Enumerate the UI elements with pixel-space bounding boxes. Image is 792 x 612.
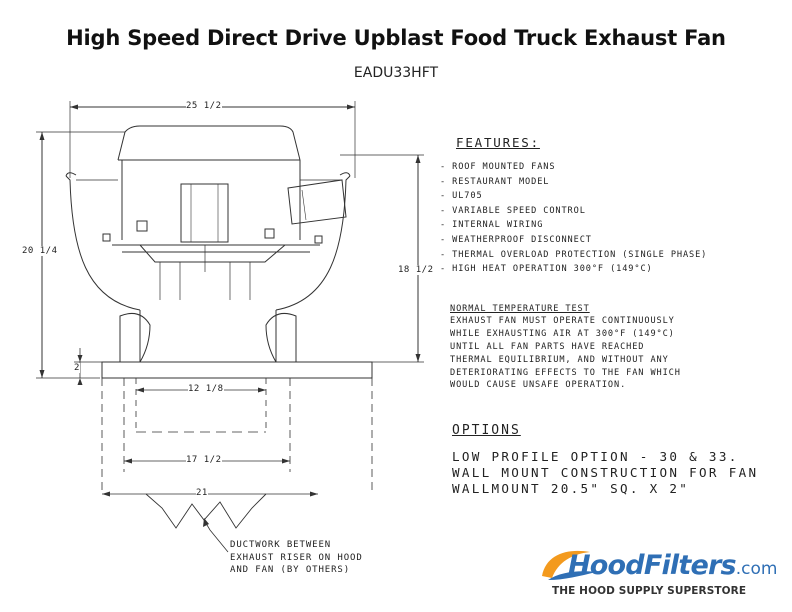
feature-item: THERMAL OVERLOAD PROTECTION (SINGLE PHAS… [440,250,707,265]
options-text: LOW PROFILE OPTION - 30 & 33. WALL MOUNT… [452,449,758,497]
feature-item: RESTAURANT MODEL [440,177,707,192]
feature-item: WEATHERPROOF DISCONNECT [440,235,707,250]
test-line: WOULD CAUSE UNSAFE OPERATION. [450,380,627,391]
dim-inner-width: 12 1/8 [188,384,224,394]
option-line: LOW PROFILE OPTION - 30 & 33. [452,449,739,464]
test-line: THERMAL EQUILIBRIUM, AND WITHOUT ANY [450,354,669,365]
test-line: UNTIL ALL FAN PARTS HAVE REACHED [450,341,645,352]
options-heading: OPTIONS [452,423,521,438]
option-line: WALLMOUNT 20.5" SQ. X 2" [452,481,690,496]
ductwork-note-line: AND FAN (BY OTHERS) [230,565,351,576]
test-line: EXHAUST FAN MUST OPERATE CONTINUOUSLY [450,316,675,326]
features-list: ROOF MOUNTED FANS RESTAURANT MODEL UL705… [440,162,707,279]
features-heading: FEATURES: [456,135,540,150]
feature-item: VARIABLE SPEED CONTROL [440,206,707,221]
feature-item: INTERNAL WIRING [440,220,707,235]
logo-suffix: .com [735,559,778,579]
page-title: High Speed Direct Drive Upblast Food Tru… [66,26,726,50]
logo-name: HoodFilters [568,550,737,581]
hoodfilters-logo[interactable]: HoodFilters.com THE HOOD SUPPLY SUPERSTO… [538,546,778,606]
dim-curb-height: 2 [74,363,80,373]
temperature-test-text: EXHAUST FAN MUST OPERATE CONTINUOUSLY WH… [450,316,681,393]
test-line: WHILE EXHAUSTING AIR AT 300°F (149°C) [450,328,675,339]
logo-wordmark: HoodFilters.com [568,550,778,581]
dim-curb-outer-width: 21 [196,488,208,498]
option-line: WALL MOUNT CONSTRUCTION FOR FAN [452,465,759,480]
ductwork-note-line: DUCTWORK BETWEEN [230,540,332,550]
logo-tagline: THE HOOD SUPPLY SUPERSTORE [552,585,747,597]
model-number: EADU33HFT [353,65,439,81]
dim-overall-width: 25 1/2 [186,101,222,111]
ductwork-note-line: EXHAUST RISER ON HOOD [230,552,363,563]
temperature-test-heading: NORMAL TEMPERATURE TEST [450,304,590,314]
logo-swoosh-icon [542,550,596,580]
dim-overall-height: 20 1/4 [22,246,58,256]
ductwork-note: DUCTWORK BETWEEN EXHAUST RISER ON HOOD A… [230,540,363,578]
feature-item: ROOF MOUNTED FANS [440,162,707,177]
test-line: DETERIORATING EFFECTS TO THE FAN WHICH [450,367,681,378]
feature-item: HIGH HEAT OPERATION 300°F (149°C) [440,264,707,279]
feature-item: UL705 [440,191,707,206]
dim-height-to-curb: 18 1/2 [398,265,434,275]
dim-duct-width: 17 1/2 [186,455,222,465]
